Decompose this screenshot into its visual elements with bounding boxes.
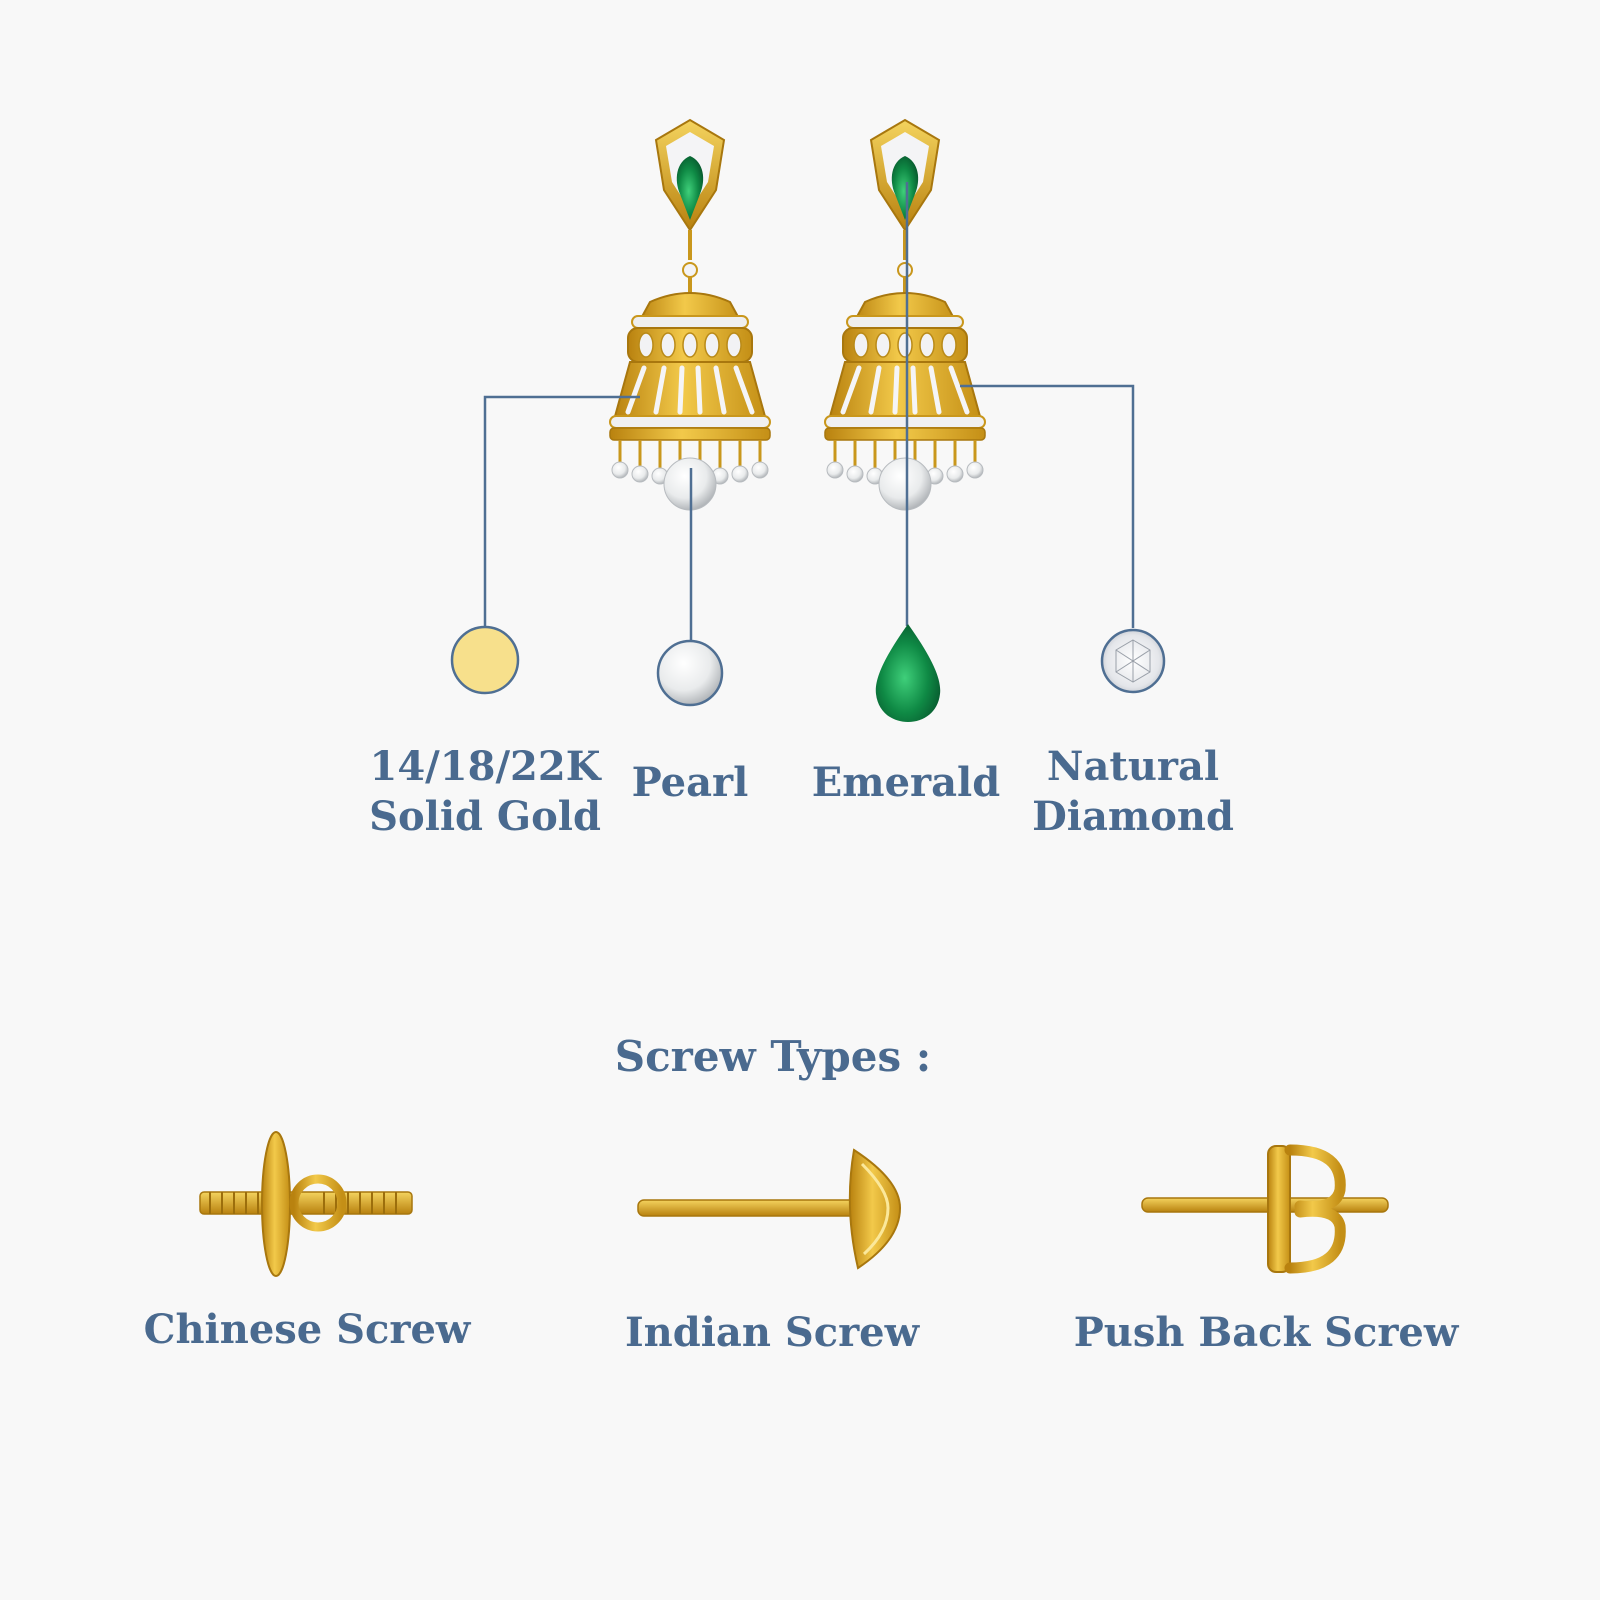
- screw-types-title: Screw Types :: [614, 1032, 932, 1081]
- gold-leader-line: [483, 395, 640, 626]
- screw-label-push-back: Push Back Screw: [1073, 1309, 1459, 1356]
- diamond-icon: [1100, 628, 1166, 694]
- pearl-icon: [656, 639, 724, 707]
- material-label-gold: 14/18/22K Solid Gold: [369, 743, 601, 840]
- emerald-icon: [875, 624, 941, 722]
- diamond-leader-line: [960, 384, 1135, 628]
- indian-screw-icon: [637, 1148, 902, 1270]
- left-earring-illustration: [610, 120, 770, 510]
- gold-swatch-icon: [450, 625, 520, 695]
- screw-label-chinese: Chinese Screw: [143, 1306, 471, 1353]
- right-earring-illustration: [825, 120, 985, 510]
- material-label-emerald: Emerald: [811, 759, 1001, 806]
- push-back-screw-icon: [1141, 1144, 1389, 1274]
- screw-label-indian: Indian Screw: [624, 1309, 920, 1356]
- leader-lines: [483, 182, 1135, 642]
- material-label-pearl: Pearl: [631, 759, 749, 806]
- material-label-diamond: Natural Diamond: [1032, 743, 1234, 840]
- chinese-screw-icon: [199, 1131, 413, 1277]
